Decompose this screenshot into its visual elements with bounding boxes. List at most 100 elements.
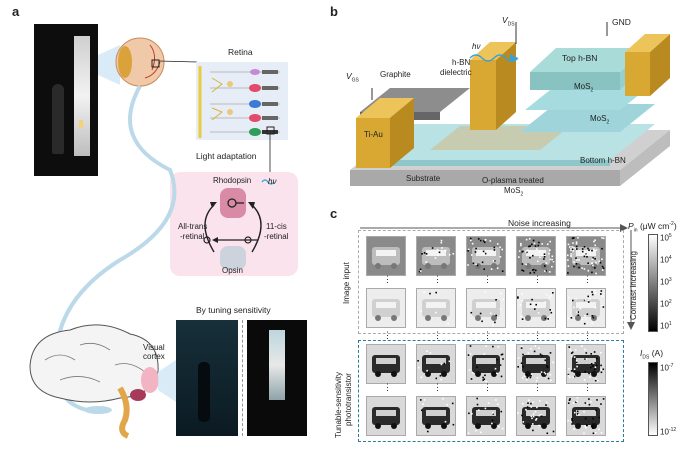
image-cell bbox=[566, 396, 606, 436]
ids-colorbar bbox=[648, 362, 658, 436]
tiau-label: Ti-Au bbox=[364, 130, 383, 139]
gnd-label: GND bbox=[612, 17, 631, 27]
image-cell bbox=[516, 236, 556, 276]
retina-focus-box bbox=[266, 126, 275, 135]
device-illustration bbox=[350, 22, 670, 186]
top-hbn-slab bbox=[530, 48, 646, 72]
hbn-dielectric-label: h-BN bbox=[452, 58, 471, 67]
retina-cells bbox=[210, 69, 280, 136]
image-cell bbox=[366, 344, 406, 384]
image-cell bbox=[416, 288, 456, 328]
mos2-mid-label: MoS2 bbox=[590, 114, 610, 126]
mos2-mid-layer bbox=[520, 104, 655, 132]
ellipsis-marker: ⋮ bbox=[383, 382, 392, 392]
cortex-label: cortex bbox=[143, 352, 165, 361]
image-input-label: Image input bbox=[342, 262, 351, 304]
mos2-top-layer bbox=[525, 86, 650, 110]
ellipsis-marker: ⋮ bbox=[483, 330, 492, 340]
image-cell bbox=[516, 396, 556, 436]
pin-tick-label: 105 bbox=[660, 233, 672, 243]
output-tower bbox=[269, 330, 285, 400]
silhouette-figure bbox=[52, 84, 64, 154]
contrast-arrow bbox=[627, 230, 635, 330]
light-wave bbox=[261, 179, 275, 185]
phototransistor-label: Tunable-sensitivity bbox=[334, 372, 343, 438]
eye-focus-box bbox=[151, 59, 160, 68]
panel-a-illustration bbox=[29, 37, 298, 439]
oplasma-label: O-plasma treated bbox=[482, 176, 544, 185]
ellipsis-marker: ⋮ bbox=[433, 330, 442, 340]
substrate-label: Substrate bbox=[406, 174, 441, 183]
gold-contact-right bbox=[625, 52, 650, 96]
photoresponse-box bbox=[358, 340, 624, 442]
rhodopsin-label: Rhodopsin bbox=[213, 176, 252, 185]
light-adaptation-label: Light adaptation bbox=[196, 151, 257, 161]
pin-colorbar bbox=[648, 234, 658, 332]
dark-scene-photo bbox=[34, 24, 98, 176]
divider-dashed bbox=[242, 320, 243, 436]
top-hbn-label: Top h-BN bbox=[562, 53, 598, 63]
image-cell bbox=[416, 236, 456, 276]
image-cell bbox=[516, 344, 556, 384]
hv-wave-b bbox=[469, 54, 519, 62]
pin-tick-label: 104 bbox=[660, 255, 672, 265]
all-trans-label-2: -retinal bbox=[180, 232, 205, 241]
cis-label: 11-cis bbox=[266, 222, 287, 231]
hv-label-a: hν bbox=[268, 177, 277, 186]
vgs-label: VGS bbox=[346, 71, 359, 84]
vds-label: VDS bbox=[502, 15, 515, 28]
contrast-label: Contrast increasing bbox=[629, 251, 638, 320]
panel-b-letter: b bbox=[330, 4, 338, 19]
retina-label: Retina bbox=[228, 47, 253, 57]
phototransistor-label-2: phototransistor bbox=[344, 373, 353, 426]
pin-label: Pin (μW cm-2) bbox=[628, 220, 677, 234]
ids-label: IDS (A) bbox=[640, 348, 664, 361]
bright-output-photo bbox=[247, 320, 307, 436]
ellipsis-marker: ⋮ bbox=[383, 274, 392, 284]
rhodopsin-blob bbox=[220, 188, 246, 218]
ids-bottom-tick: 10-12 bbox=[660, 427, 677, 437]
brain-illustration bbox=[29, 324, 159, 439]
mos2-top-label: MoS2 bbox=[574, 82, 594, 94]
opsin-label: Opsin bbox=[222, 266, 243, 275]
image-cell bbox=[366, 396, 406, 436]
image-cell bbox=[516, 288, 556, 328]
rhodopsin-cycle-box bbox=[170, 172, 298, 276]
image-cell bbox=[366, 236, 406, 276]
hbn-dielectric-label-2: dielectric bbox=[440, 68, 472, 77]
pin-tick-label: 102 bbox=[660, 299, 672, 309]
ellipsis-marker: ⋮ bbox=[483, 274, 492, 284]
image-cell bbox=[566, 236, 606, 276]
ellipsis-marker: ⋮ bbox=[533, 274, 542, 284]
image-cell bbox=[416, 344, 456, 384]
opsin-blob bbox=[220, 246, 246, 270]
pin-tick-label: 101 bbox=[660, 321, 672, 331]
ellipsis-marker: ⋮ bbox=[483, 382, 492, 392]
oplasma-label-2: MoS2 bbox=[504, 186, 524, 198]
image-cell bbox=[566, 288, 606, 328]
ellipsis-marker: ⋮ bbox=[433, 274, 442, 284]
visual-label: Visual bbox=[143, 343, 165, 352]
hv-label-b: hν bbox=[472, 42, 481, 51]
tiau-contact bbox=[356, 118, 390, 168]
ellipsis-marker: ⋮ bbox=[383, 330, 392, 340]
ellipsis-marker: ⋮ bbox=[583, 330, 592, 340]
image-cell bbox=[466, 396, 506, 436]
ids-top-tick: 10-7 bbox=[660, 363, 674, 373]
cortex-beam bbox=[158, 360, 176, 402]
gold-contact-left-b bbox=[470, 60, 496, 130]
ellipsis-marker: ⋮ bbox=[583, 274, 592, 284]
cycle-arrow-left bbox=[204, 204, 215, 253]
tuning-label: By tuning sensitivity bbox=[196, 305, 271, 315]
ellipsis-marker: ⋮ bbox=[433, 382, 442, 392]
image-cell bbox=[566, 344, 606, 384]
eye-iris bbox=[118, 46, 132, 78]
all-trans-label: All-trans bbox=[178, 222, 208, 231]
image-cell bbox=[416, 396, 456, 436]
panel-a-letter: a bbox=[12, 4, 20, 19]
ellipsis-marker: ⋮ bbox=[583, 382, 592, 392]
tower-light bbox=[79, 120, 83, 128]
window-light bbox=[74, 36, 90, 156]
cis-label-2: -retinal bbox=[264, 232, 289, 241]
dim-output-photo bbox=[176, 320, 238, 436]
